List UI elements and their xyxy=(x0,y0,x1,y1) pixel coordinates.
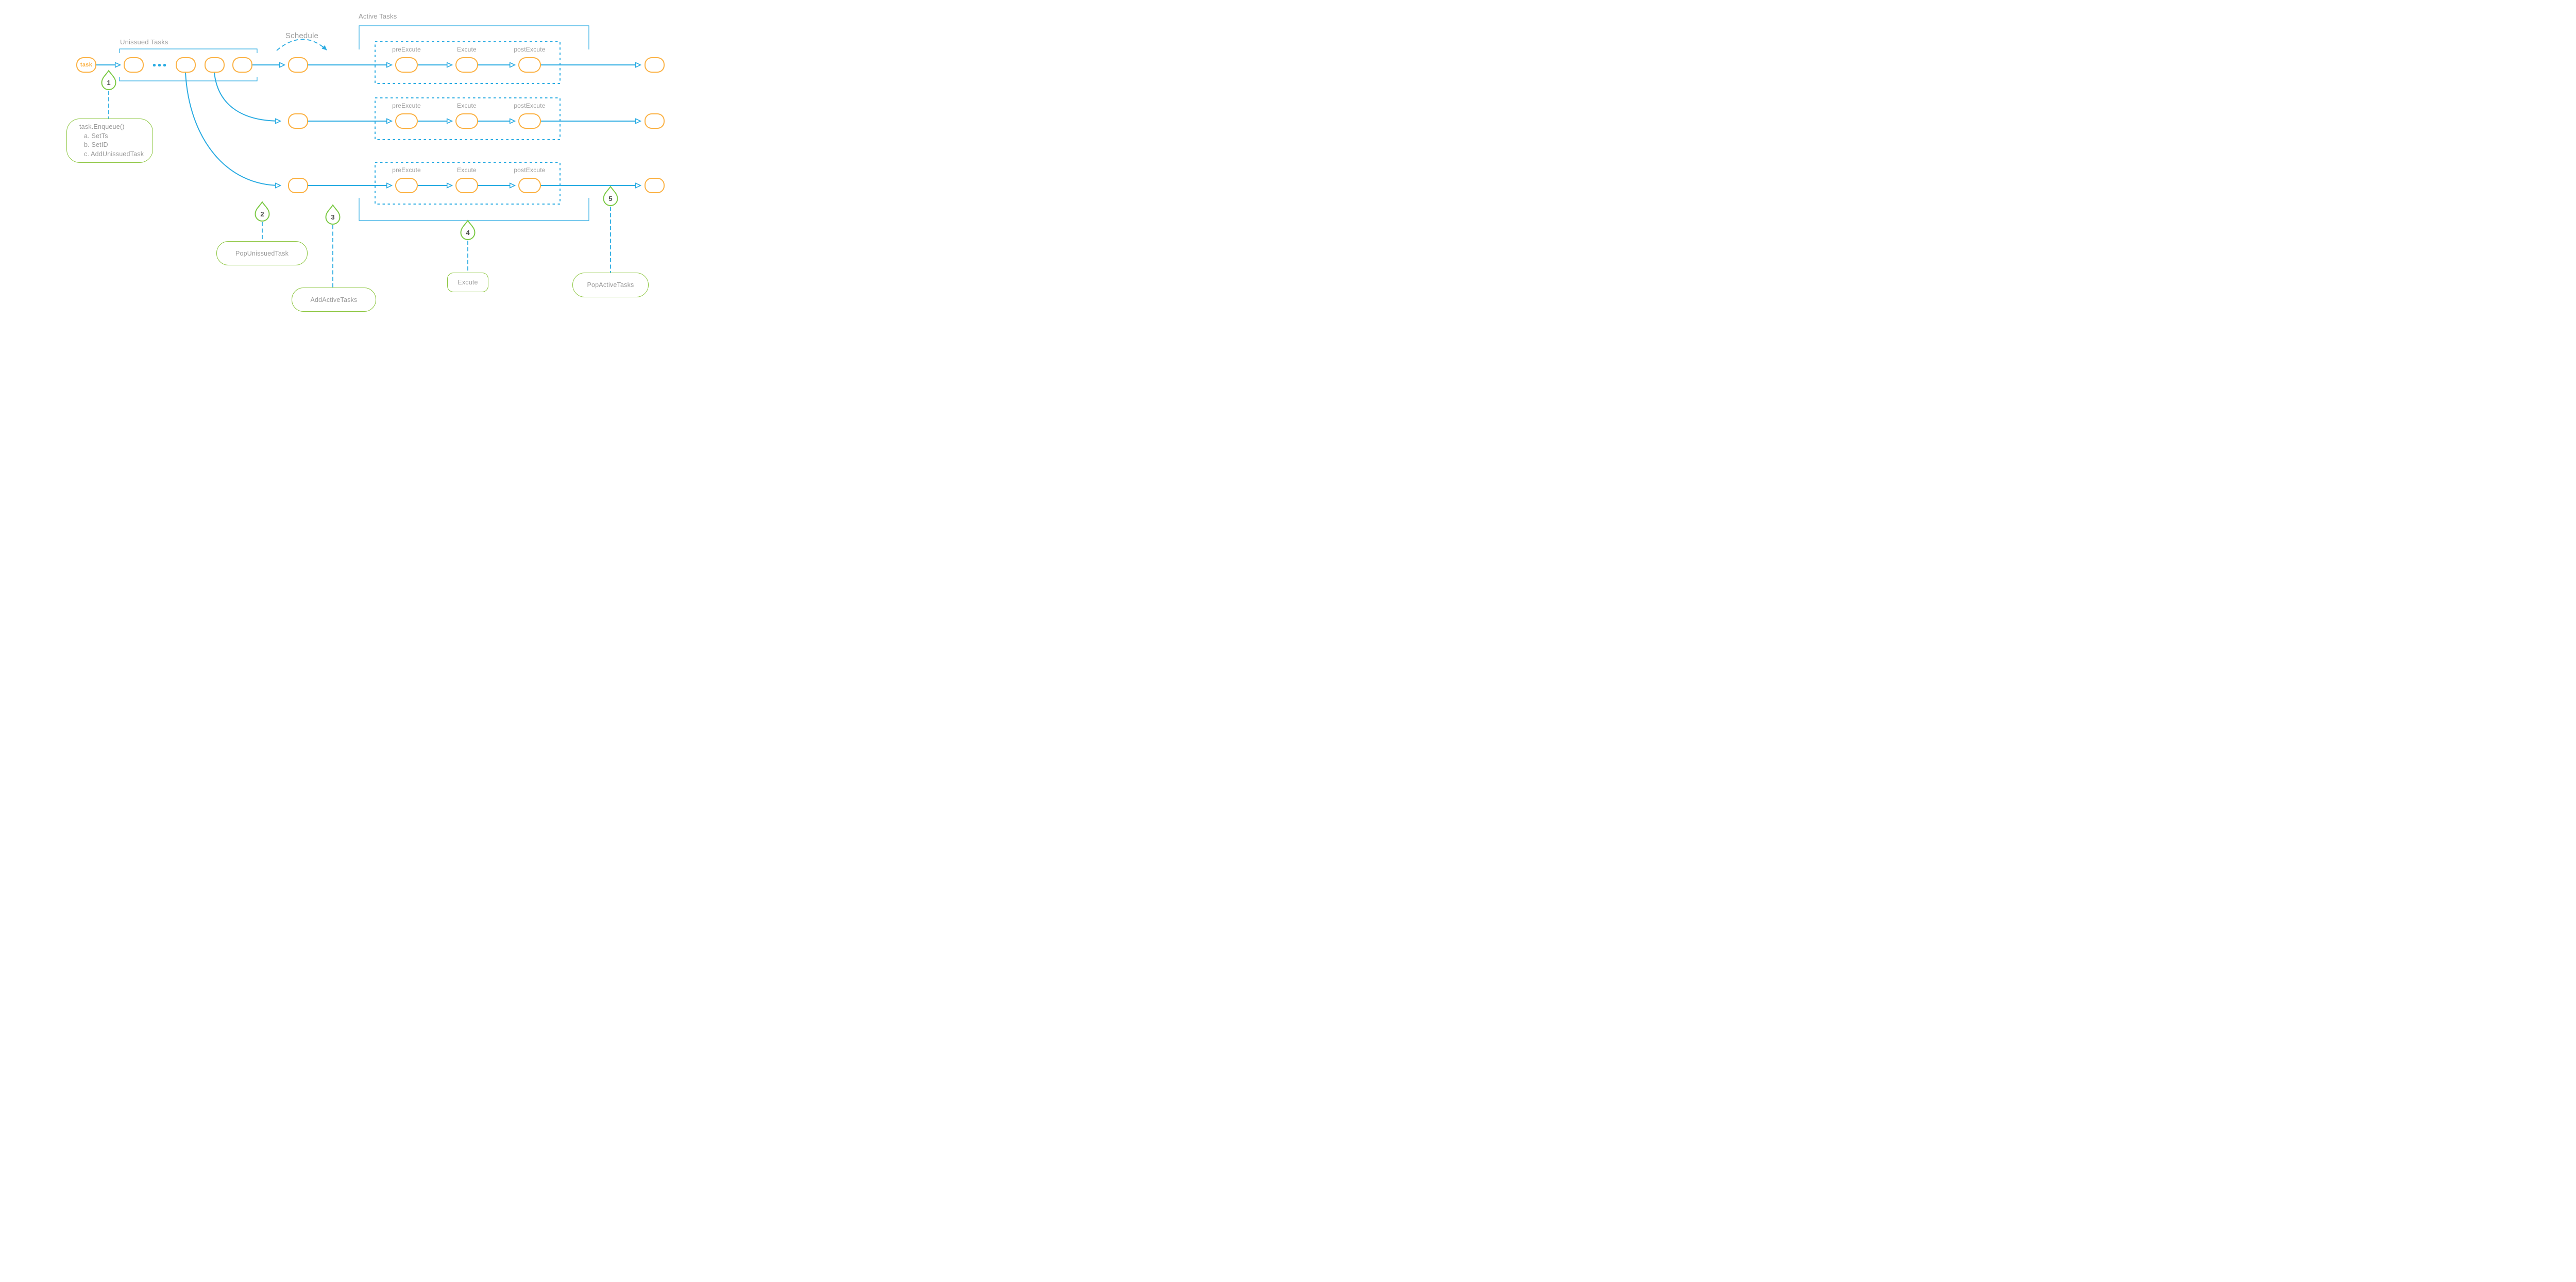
end-node-row1 xyxy=(644,57,665,73)
add-active-tasks-box: AddActiveTasks xyxy=(292,288,376,312)
pre-excute-node-row2 xyxy=(395,113,418,129)
unissued-tasks-label: Unissued Tasks xyxy=(120,38,168,46)
curve-queue-to-schedule2 xyxy=(214,72,280,121)
enqueue-line-1: a. SetTs xyxy=(84,132,108,140)
schedule-label: Schedule xyxy=(285,31,319,40)
step-markers xyxy=(101,70,618,240)
pop-active-tasks-box: PopActiveTasks xyxy=(572,273,649,297)
curve-queue-to-schedule3 xyxy=(185,72,280,185)
excute-annotation-box: Excute xyxy=(447,273,488,292)
step-marker-4 xyxy=(460,220,476,240)
unissued-bracket-bottom xyxy=(119,77,258,81)
pre-excute-node-row1 xyxy=(395,57,418,73)
pop-unissued-task-box: PopUnissuedTask xyxy=(216,241,308,265)
pre-excute-label-row2: preExcute xyxy=(392,102,421,109)
unissued-bracket-top xyxy=(119,48,258,53)
task-node-label: task xyxy=(80,62,93,68)
marker-drop-lines xyxy=(108,91,611,288)
queue-ellipsis-icon xyxy=(153,63,166,66)
enqueue-line-2: b. SetID xyxy=(84,141,108,148)
task-enqueue-annotation-box: task.Enqueue() a. SetTs b. SetID c. AddU… xyxy=(66,119,153,163)
queue-node-3 xyxy=(204,57,225,73)
diagram-canvas xyxy=(96,25,778,288)
enqueue-line-3: c. AddUnissuedTask xyxy=(84,150,144,158)
schedule-node-row3 xyxy=(287,178,308,193)
excute-label-row1: Excute xyxy=(457,46,477,53)
schedule-node-row1 xyxy=(287,57,308,73)
step-marker-2 xyxy=(255,201,270,222)
brackets xyxy=(119,25,589,221)
step-number-5: 5 xyxy=(608,194,613,203)
excute-node-row3 xyxy=(455,178,478,193)
task-scheduler-diagram: Unissued Tasks Schedule Active Tasks tas… xyxy=(0,0,778,320)
post-excute-node-row2 xyxy=(518,113,541,129)
post-excute-label-row1: postExcute xyxy=(514,46,546,53)
schedule-node-row2 xyxy=(287,113,308,129)
queue-node-2 xyxy=(175,57,196,73)
excute-node-row2 xyxy=(455,113,478,129)
excute-label-row2: Excute xyxy=(457,102,477,109)
post-excute-node-row3 xyxy=(518,178,541,193)
queue-node-4 xyxy=(232,57,252,73)
queue-node-1 xyxy=(123,57,144,73)
step-number-1: 1 xyxy=(107,78,111,87)
excute-label-row3: Excute xyxy=(457,166,477,174)
end-node-row2 xyxy=(644,113,665,129)
task-node: task xyxy=(76,57,96,73)
end-node-row3 xyxy=(644,178,665,193)
schedule-dashed-arc xyxy=(276,39,327,51)
active-tasks-label: Active Tasks xyxy=(359,12,397,20)
pre-excute-label-row3: preExcute xyxy=(392,166,421,174)
active-bracket-bottom xyxy=(359,198,589,221)
enqueue-line-0: task.Enqueue() xyxy=(79,123,125,130)
step-number-3: 3 xyxy=(331,213,335,221)
post-excute-node-row1 xyxy=(518,57,541,73)
post-excute-label-row3: postExcute xyxy=(514,166,546,174)
active-bracket-top xyxy=(359,25,589,49)
excute-node-row1 xyxy=(455,57,478,73)
step-marker-5 xyxy=(603,185,618,206)
post-excute-label-row2: postExcute xyxy=(514,102,546,109)
pre-excute-node-row3 xyxy=(395,178,418,193)
step-number-2: 2 xyxy=(260,210,264,218)
step-marker-3 xyxy=(325,204,341,225)
step-number-4: 4 xyxy=(466,228,470,237)
flow-arrows xyxy=(96,65,640,185)
step-marker-1 xyxy=(101,70,116,90)
pre-excute-label-row1: preExcute xyxy=(392,46,421,53)
